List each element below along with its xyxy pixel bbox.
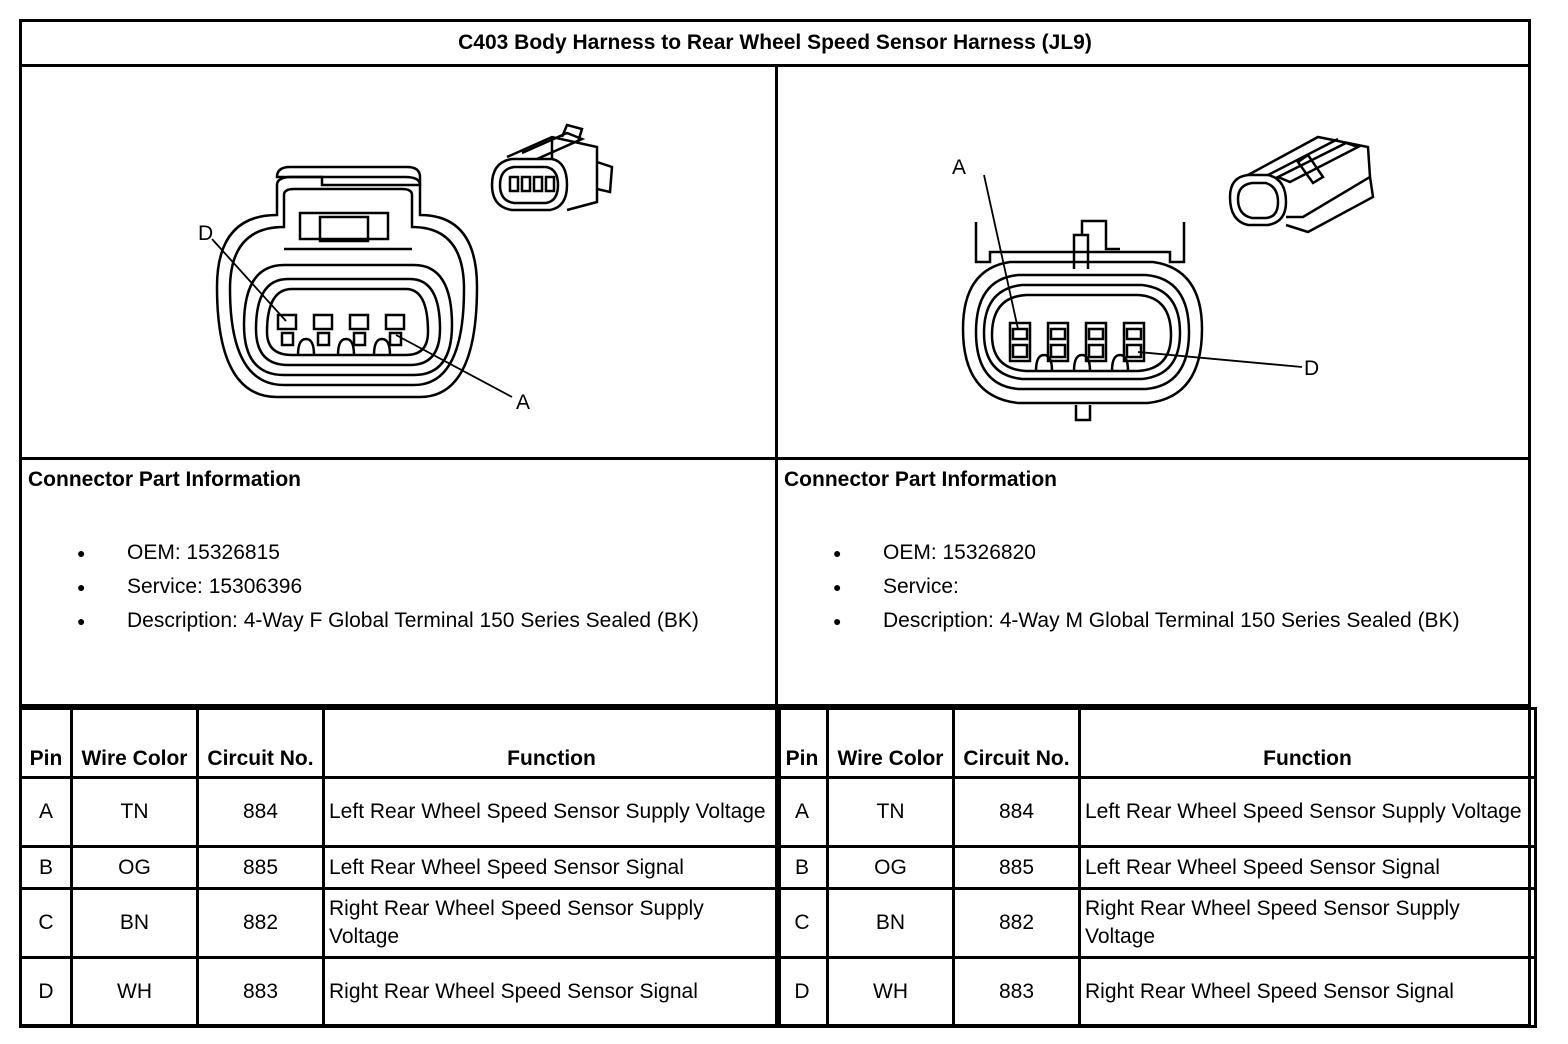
table-row: A TN 884 Left Rear Wheel Speed Sensor Su…: [775, 776, 1537, 848]
circuit-cell: 883: [196, 956, 325, 1028]
page-title: C403 Body Harness to Rear Wheel Speed Se…: [458, 31, 1092, 54]
info-oem: OEM: 15326815: [77, 538, 757, 568]
info-service: Service: 15306396: [77, 572, 757, 602]
table-row: D WH 883 Right Rear Wheel Speed Sensor S…: [775, 956, 1537, 1028]
circuit-cell: 882: [196, 887, 325, 959]
pinout-table-left: Pin Wire Color Circuit No. Function A TN…: [19, 707, 781, 1028]
wire-color-cell: TN: [826, 776, 955, 848]
callout-a-label: A: [952, 156, 966, 179]
header-circuit: Circuit No.: [196, 707, 325, 779]
connector-part-info-right: Connector Part Information OEM: 15326820…: [778, 460, 1531, 704]
pin-cell: D: [775, 956, 829, 1028]
pin-cell: C: [19, 887, 73, 959]
table-header-row: Pin Wire Color Circuit No. Function: [775, 707, 1537, 779]
function-cell: Left Rear Wheel Speed Sensor Signal: [322, 845, 781, 890]
info-list: OEM: 15326815 Service: 15306396 Descript…: [77, 538, 757, 640]
connector-sheet: C403 Body Harness to Rear Wheel Speed Se…: [19, 19, 1537, 1028]
female-connector-diagram: D A: [22, 67, 775, 457]
pinout-table-right: Pin Wire Color Circuit No. Function A TN…: [775, 707, 1537, 1028]
circuit-cell: 882: [952, 887, 1081, 959]
function-cell: Left Rear Wheel Speed Sensor Signal: [1078, 845, 1537, 890]
table-header-row: Pin Wire Color Circuit No. Function: [19, 707, 781, 779]
info-list: OEM: 15326820 Service: Description: 4-Wa…: [833, 538, 1513, 640]
wire-color-cell: WH: [826, 956, 955, 1028]
table-row: B OG 885 Left Rear Wheel Speed Sensor Si…: [19, 845, 781, 890]
wire-color-cell: BN: [70, 887, 199, 959]
info-service: Service:: [833, 572, 1513, 602]
table-row: C BN 882 Right Rear Wheel Speed Sensor S…: [775, 887, 1537, 959]
wire-color-cell: WH: [70, 956, 199, 1028]
wire-color-cell: OG: [70, 845, 199, 890]
pin-cell: A: [19, 776, 73, 848]
header-wire-color: Wire Color: [70, 707, 199, 779]
callout-d-label: D: [1304, 357, 1319, 380]
pin-cell: B: [19, 845, 73, 890]
male-connector-diagram: A D: [778, 67, 1531, 457]
pin-cell: B: [775, 845, 829, 890]
function-cell: Right Rear Wheel Speed Sensor Supply Vol…: [322, 887, 781, 959]
table-row: C BN 882 Right Rear Wheel Speed Sensor S…: [19, 887, 781, 959]
callout-d-label: D: [198, 222, 213, 245]
header-wire-color: Wire Color: [826, 707, 955, 779]
circuit-cell: 884: [952, 776, 1081, 848]
wire-color-cell: TN: [70, 776, 199, 848]
circuit-cell: 883: [952, 956, 1081, 1028]
circuit-cell: 885: [952, 845, 1081, 890]
circuit-cell: 885: [196, 845, 325, 890]
info-description: Description: 4-Way F Global Terminal 150…: [77, 606, 757, 636]
function-cell: Left Rear Wheel Speed Sensor Supply Volt…: [322, 776, 781, 848]
function-cell: Right Rear Wheel Speed Sensor Signal: [1078, 956, 1537, 1028]
info-oem: OEM: 15326820: [833, 538, 1513, 568]
info-heading: Connector Part Information: [28, 468, 302, 491]
wire-color-cell: BN: [826, 887, 955, 959]
callout-a-label: A: [516, 391, 530, 414]
pin-cell: A: [775, 776, 829, 848]
info-heading: Connector Part Information: [784, 468, 1058, 491]
header-circuit: Circuit No.: [952, 707, 1081, 779]
function-cell: Left Rear Wheel Speed Sensor Supply Volt…: [1078, 776, 1537, 848]
circuit-cell: 884: [196, 776, 325, 848]
info-description: Description: 4-Way M Global Terminal 150…: [833, 606, 1513, 636]
function-cell: Right Rear Wheel Speed Sensor Supply Vol…: [1078, 887, 1537, 959]
connector-part-info-left: Connector Part Information OEM: 15326815…: [22, 460, 775, 704]
header-pin: Pin: [775, 707, 829, 779]
pin-cell: C: [775, 887, 829, 959]
table-row: A TN 884 Left Rear Wheel Speed Sensor Su…: [19, 776, 781, 848]
wire-color-cell: OG: [826, 845, 955, 890]
table-row: D WH 883 Right Rear Wheel Speed Sensor S…: [19, 956, 781, 1028]
function-cell: Right Rear Wheel Speed Sensor Signal: [322, 956, 781, 1028]
header-pin: Pin: [19, 707, 73, 779]
header-function: Function: [322, 707, 781, 779]
table-row: B OG 885 Left Rear Wheel Speed Sensor Si…: [775, 845, 1537, 890]
pin-cell: D: [19, 956, 73, 1028]
header-function: Function: [1078, 707, 1537, 779]
divider: [775, 64, 778, 707]
